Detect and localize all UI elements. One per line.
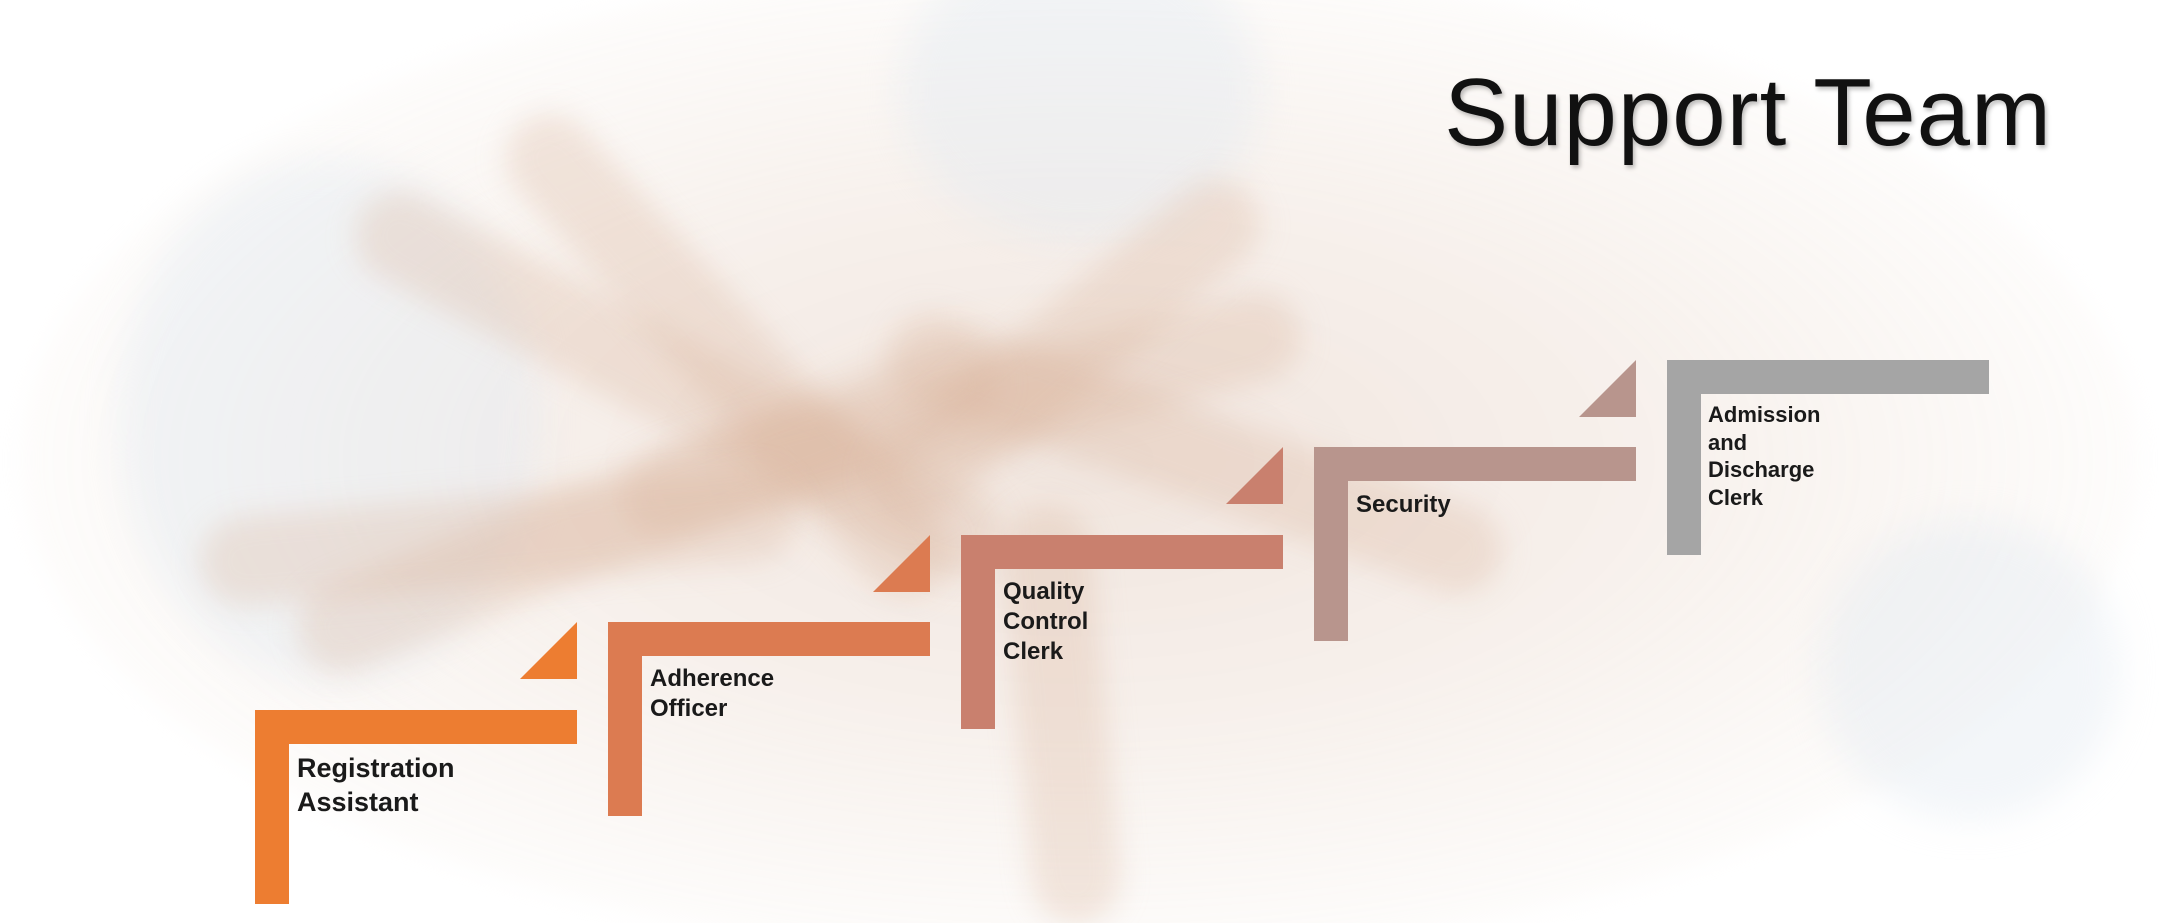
step-label-line2: Assistant [297,786,419,817]
step-side-bar [608,622,642,816]
step-corner-triangle [520,622,577,679]
slide-title: Support Team [1444,59,2052,166]
step-label-line1: Security [1356,491,1451,518]
step-label: Admission and Discharge Clerk [1708,401,1820,511]
triangle-shape [873,535,930,592]
step-corner-triangle [873,535,930,592]
background-sleeve [1820,520,2120,820]
step-top-bar [1667,360,1989,394]
triangle-shape [520,622,577,679]
step-top-bar [1314,447,1636,481]
step-label-line1: Admission and [1708,402,1821,455]
background-oval [20,0,2140,923]
step-label-line1: Adherence Officer [650,665,775,722]
triangle-shape [1579,360,1636,417]
step-label-line1: Registration [297,753,455,783]
step-side-bar [255,710,289,904]
step-label: Registration Assistant [297,752,455,820]
step-top-bar [608,622,930,656]
background-sleeve [900,0,1260,240]
triangle-shape [1226,447,1283,504]
step-top-bar [961,535,1283,569]
step-label-line1: Quality Control Clerk [1003,578,1089,665]
step-side-bar [1667,360,1701,555]
step-label: Quality Control Clerk [1003,577,1088,667]
step-label: Security [1356,490,1451,520]
step-top-bar [255,710,577,744]
step-label-line2: Discharge Clerk [1708,457,1815,510]
step-side-bar [1314,447,1348,641]
background-sleeve [120,160,540,680]
step-corner-triangle [1579,360,1636,417]
step-label: Adherence Officer [650,664,774,724]
step-side-bar [961,535,995,729]
step-corner-triangle [1226,447,1283,504]
